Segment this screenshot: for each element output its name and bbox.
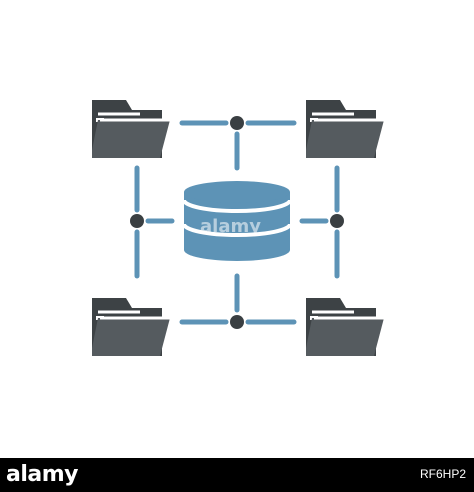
- database-top: [184, 181, 290, 203]
- database-icon: alamy: [182, 181, 292, 261]
- folder-icon: [304, 98, 388, 160]
- image-id-label: RF6HP2: [419, 467, 466, 481]
- database-band: [182, 223, 292, 237]
- junction-dot: [230, 315, 244, 329]
- brand-logo: alamy: [6, 462, 79, 487]
- folder-icon: [90, 296, 174, 358]
- database-band: [182, 199, 292, 213]
- junction-dot: [130, 214, 144, 228]
- folder-icon: [304, 296, 388, 358]
- junction-dot: [330, 214, 344, 228]
- junction-dots: [130, 116, 344, 329]
- database-network-illustration: alamy: [90, 98, 388, 358]
- brand-watermark: alamy: [200, 216, 261, 237]
- connector-lines: [134, 120, 340, 325]
- junction-dot: [230, 116, 244, 130]
- folder-icon: [90, 98, 174, 160]
- stock-footer-bar: alamy RF6HP2: [0, 458, 474, 492]
